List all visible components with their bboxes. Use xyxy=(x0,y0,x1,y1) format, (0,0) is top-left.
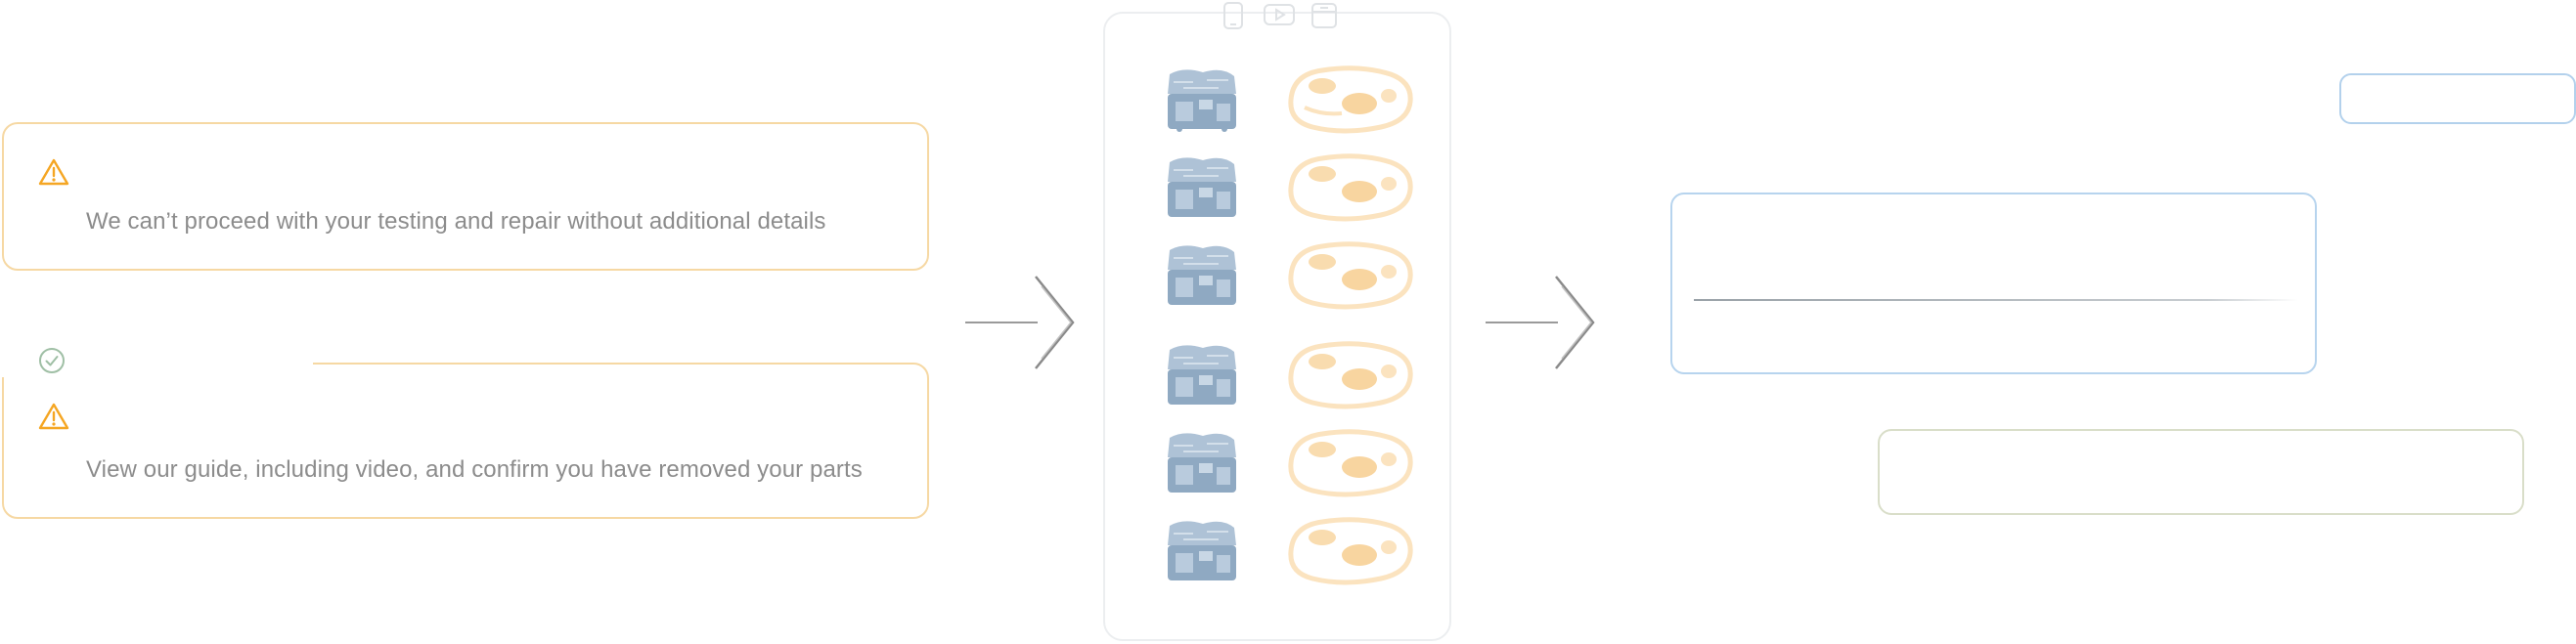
part-row xyxy=(1158,340,1420,414)
part-row xyxy=(1158,240,1420,315)
part-row xyxy=(1158,516,1420,590)
alert-message: We can’t proceed with your testing and r… xyxy=(86,208,826,235)
warning-triangle-icon xyxy=(38,158,69,186)
part-row xyxy=(1158,152,1420,227)
device-housing-icon xyxy=(1288,429,1413,497)
circuit-board-icon xyxy=(1168,245,1236,305)
video-play-icon[interactable] xyxy=(1264,2,1295,27)
arrow-right-icon xyxy=(965,276,1075,369)
warning-triangle-icon xyxy=(38,403,69,430)
circuit-board-icon xyxy=(1168,345,1236,405)
details-input-box[interactable] xyxy=(1670,193,2317,374)
device-housing-icon xyxy=(1288,153,1413,222)
circuit-board-icon xyxy=(1168,433,1236,493)
circuit-board-icon xyxy=(1168,157,1236,217)
phone-outline-icon xyxy=(1223,2,1243,29)
part-row xyxy=(1158,428,1420,502)
arrow-right-icon xyxy=(1486,276,1595,369)
input-underline xyxy=(1694,299,2298,301)
phone-top-icon-bar xyxy=(1221,0,1348,29)
alert-card-remove-parts: View our guide, including video, and con… xyxy=(2,363,929,519)
device-housing-icon xyxy=(1288,341,1413,409)
alert-card-details-required: We can’t proceed with your testing and r… xyxy=(2,122,929,271)
top-right-button[interactable] xyxy=(2339,73,2576,124)
confirm-box[interactable] xyxy=(1878,429,2524,515)
device-housing-icon xyxy=(1288,517,1413,585)
part-row xyxy=(1158,64,1420,139)
archive-box-icon[interactable] xyxy=(1310,2,1338,29)
alert-message: View our guide, including video, and con… xyxy=(86,456,863,483)
circuit-board-icon xyxy=(1168,521,1236,580)
phone-frame xyxy=(1103,12,1451,641)
device-housing-icon xyxy=(1288,65,1413,134)
check-circle-icon xyxy=(37,346,67,375)
circuit-board-icon xyxy=(1168,69,1236,132)
device-housing-icon xyxy=(1288,241,1413,310)
